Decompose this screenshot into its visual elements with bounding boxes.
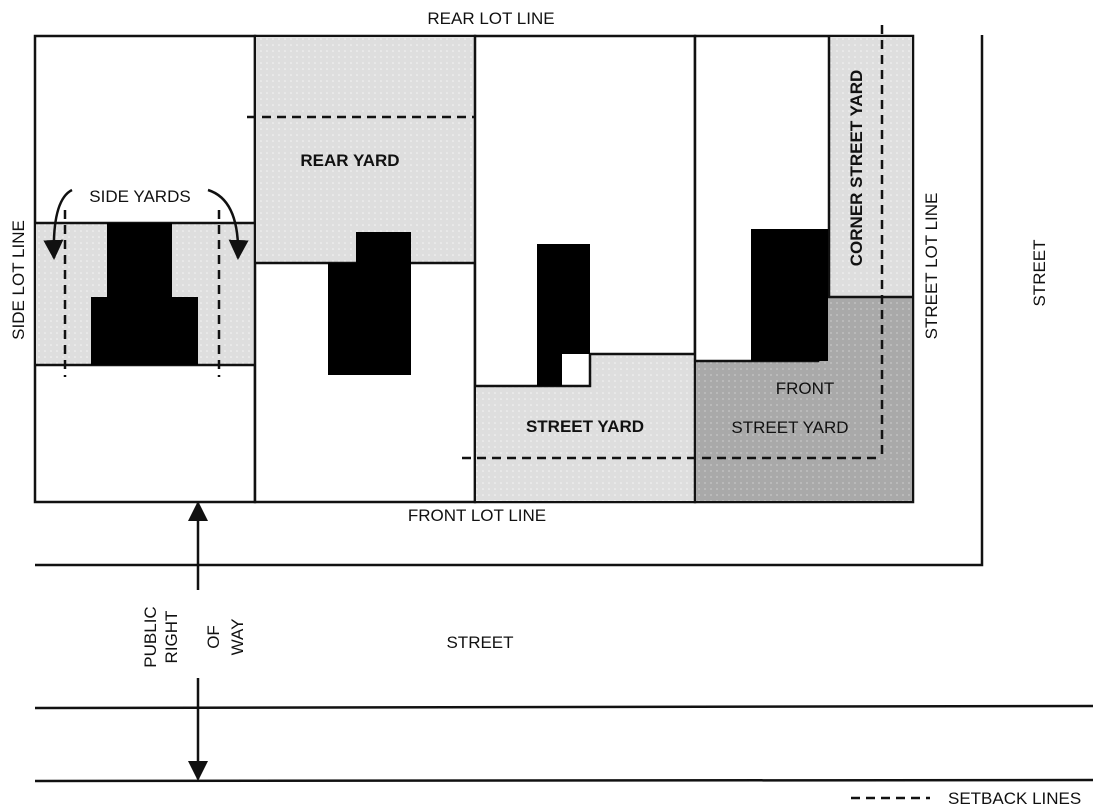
right-of-way-boundary [34,778,1094,783]
building-lot-4 [751,229,828,361]
building-lot-2 [328,232,411,375]
corner-street-yard-area [829,37,912,297]
legend-setback-label: SETBACK LINES [948,789,1081,808]
side-lot-line-label: SIDE LOT LINE [9,220,28,340]
lot-2: REAR YARD [247,34,482,504]
front-street-yard-label-line2: STREET YARD [731,418,848,437]
street-bottom-label: STREET [446,633,513,652]
lot-4: FRONT STREET YARD CORNER STREET YARD [693,25,915,504]
building-lot-3 [537,244,590,386]
street-far-edge [34,704,1094,710]
street-yard-area-upper [590,354,694,386]
legend: SETBACK LINES [851,789,1081,808]
street-yard-edge [475,352,695,388]
rear-yard-label: REAR YARD [300,151,399,170]
street-yard-label: STREET YARD [526,417,644,436]
front-street-yard-area [696,297,912,501]
street-lot-line-label: STREET LOT LINE [922,193,941,340]
right-of-way-word-1: PUBLIC [141,606,160,667]
side-yards-label: SIDE YARDS [89,187,190,206]
lot-3: STREET YARD [473,34,697,504]
building-lot-1 [91,223,198,365]
rear-yard-area [256,37,474,263]
side-yards-arrow-left [43,188,73,260]
right-of-way-word-2: RIGHT [162,611,181,664]
street-curb-line [35,35,984,567]
public-right-of-way-label: PUBLIC RIGHT OF WAY [141,606,247,667]
front-street-yard-label-line1: FRONT [776,379,835,398]
right-of-way-word-3: OF [204,625,223,649]
corner-street-yard-label: CORNER STREET YARD [847,70,866,266]
right-of-way-word-4: WAY [228,619,247,656]
street-right-label: STREET [1030,239,1049,306]
side-yards-arrow-right [207,188,249,260]
rear-lot-line-label: REAR LOT LINE [427,9,554,28]
front-lot-line-label: FRONT LOT LINE [408,506,546,525]
lot-1: SIDE YARDS [33,34,257,504]
street-yard-area [476,386,694,501]
